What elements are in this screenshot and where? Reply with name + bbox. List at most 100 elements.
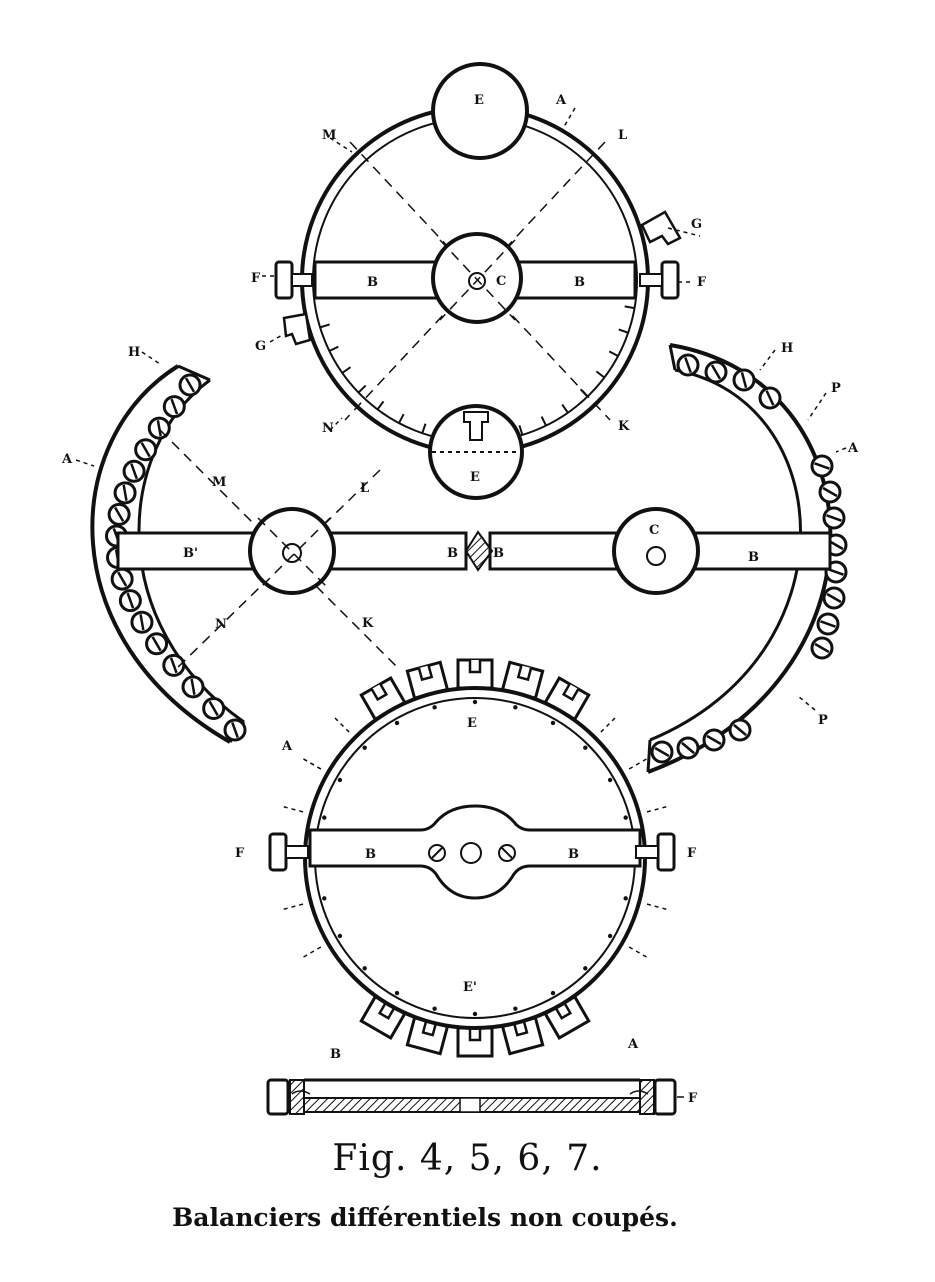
fig5-label-b-left: B' <box>183 546 198 561</box>
fig5-center-block <box>464 530 494 572</box>
fig7-screw-left <box>266 1078 290 1116</box>
fig4-label-n: N <box>322 421 334 436</box>
fig4-label-e-bottom: E <box>470 470 480 485</box>
fig4-label-g-right: G <box>691 217 702 232</box>
fig4-label-k: K <box>618 419 630 434</box>
fig5-cut-balance: H A M L B' B B C B N K H P A P <box>61 341 859 774</box>
timing-screw <box>810 454 834 478</box>
fig6-label-b-right: B <box>568 847 579 862</box>
timing-screw <box>816 612 840 636</box>
fig7-rim-right <box>639 1079 655 1115</box>
timing-screw <box>810 636 834 660</box>
fig6-hub-holes <box>428 842 516 864</box>
fig6-rim-blocks <box>359 658 591 1058</box>
rim-block <box>500 1015 545 1056</box>
fig5-screws-right <box>650 353 848 764</box>
fig5-label-b-mid-left: B <box>447 546 458 561</box>
rim-block <box>456 658 494 690</box>
timing-screw <box>650 740 674 764</box>
fig7-section-view: F <box>266 1078 698 1116</box>
timing-screw <box>110 567 134 591</box>
fig5-arm-left-inner <box>328 531 468 571</box>
fig5-arm-right-inner <box>488 531 622 571</box>
fig5-label-h-left: H <box>128 345 140 360</box>
fig4-label-b-left: B <box>367 275 378 290</box>
rim-block <box>405 660 450 701</box>
figure-subtitle: Balanciers différentiels non coupés. <box>172 1203 678 1232</box>
timing-screw <box>122 459 146 483</box>
timing-screw <box>178 373 202 397</box>
fig5-label-p-upper: P <box>831 381 841 396</box>
fig5-label-m: M <box>212 475 226 490</box>
timing-screw <box>134 438 158 462</box>
fig5-label-a-right: A <box>847 441 859 456</box>
timing-screw <box>732 368 756 392</box>
fig6-label-f-left: F <box>235 846 245 861</box>
figure-title: Fig. 4, 5, 6, 7. <box>332 1138 603 1179</box>
timing-screw <box>676 736 700 760</box>
fig4-label-l: L <box>618 128 627 143</box>
timing-screw <box>130 610 154 634</box>
fig5-hub-right-hole <box>646 546 666 566</box>
timing-screw <box>162 653 186 677</box>
fig4-label-a: A <box>555 93 567 108</box>
fig4-notch-right <box>640 210 682 246</box>
timing-screw <box>202 696 226 720</box>
fig6-label-b-left: B <box>365 847 376 862</box>
timing-screw <box>818 480 842 504</box>
fig6-label-e-top: E <box>467 716 477 731</box>
timing-screw <box>113 481 137 505</box>
fig6-label-b-bottom: B <box>330 1047 341 1062</box>
fig5-arm-left-outer <box>116 531 260 571</box>
timing-screw <box>145 632 169 656</box>
fig6-screw-right <box>635 832 676 872</box>
timing-screw <box>822 506 846 530</box>
fig7-label-f: F <box>688 1091 698 1106</box>
timing-screw <box>162 395 186 419</box>
timing-screw <box>728 718 752 742</box>
fig7-screw-right <box>653 1078 677 1116</box>
fig5-label-n: N <box>215 617 227 632</box>
fig5-label-c-right: C <box>649 523 659 538</box>
rim-block <box>456 1026 494 1058</box>
timing-screw <box>822 586 846 610</box>
fig6-screw-left <box>268 832 309 872</box>
fig6-balance-wheel: E A F B B F E' B A <box>235 658 697 1062</box>
fig6-label-a-bottom: A <box>627 1037 639 1052</box>
fig5-label-b-mid-right: B <box>493 546 504 561</box>
fig7-rim-left <box>289 1079 305 1115</box>
fig6-tick-marks <box>283 717 667 958</box>
fig4-label-c: C <box>496 274 506 289</box>
fig4-weight-top <box>431 62 529 160</box>
fig5-arm-right-outer <box>688 531 832 571</box>
fig4-label-m: M <box>322 128 336 143</box>
timing-screw <box>758 386 782 410</box>
fig4-notch-left <box>282 312 312 346</box>
timing-screw <box>223 718 247 742</box>
timing-screw <box>181 675 205 699</box>
fig4-label-f-right: F <box>697 275 707 290</box>
fig6-label-e-bottom: E' <box>463 980 477 995</box>
fig4-label-f-left: F <box>251 271 261 286</box>
fig4-label-e-top: E <box>474 93 484 108</box>
fig5-label-k: K <box>362 616 374 631</box>
fig5-label-p-lower: P <box>818 713 828 728</box>
fig5-label-b-right: B <box>748 550 759 565</box>
fig4-screw-left <box>274 260 313 300</box>
fig4-label-g-left: G <box>255 339 266 354</box>
fig5-label-h-right: H <box>781 341 793 356</box>
fig6-inner-marks <box>316 699 634 1017</box>
timing-screw <box>676 353 700 377</box>
fig5-label-l: L <box>360 481 369 496</box>
fig4-balance-wheel: E A M L G F B C B F G N K E <box>251 62 707 500</box>
fig4-screw-right <box>639 260 680 300</box>
timing-screw <box>118 589 142 613</box>
fig5-label-a-left: A <box>61 452 73 467</box>
fig6-label-f-right: F <box>687 846 697 861</box>
fig4-arm-right <box>508 260 637 300</box>
fig6-label-a: A <box>281 739 293 754</box>
fig4-label-b-right: B <box>574 275 585 290</box>
timing-screw <box>704 360 728 384</box>
timing-screw <box>107 502 131 526</box>
